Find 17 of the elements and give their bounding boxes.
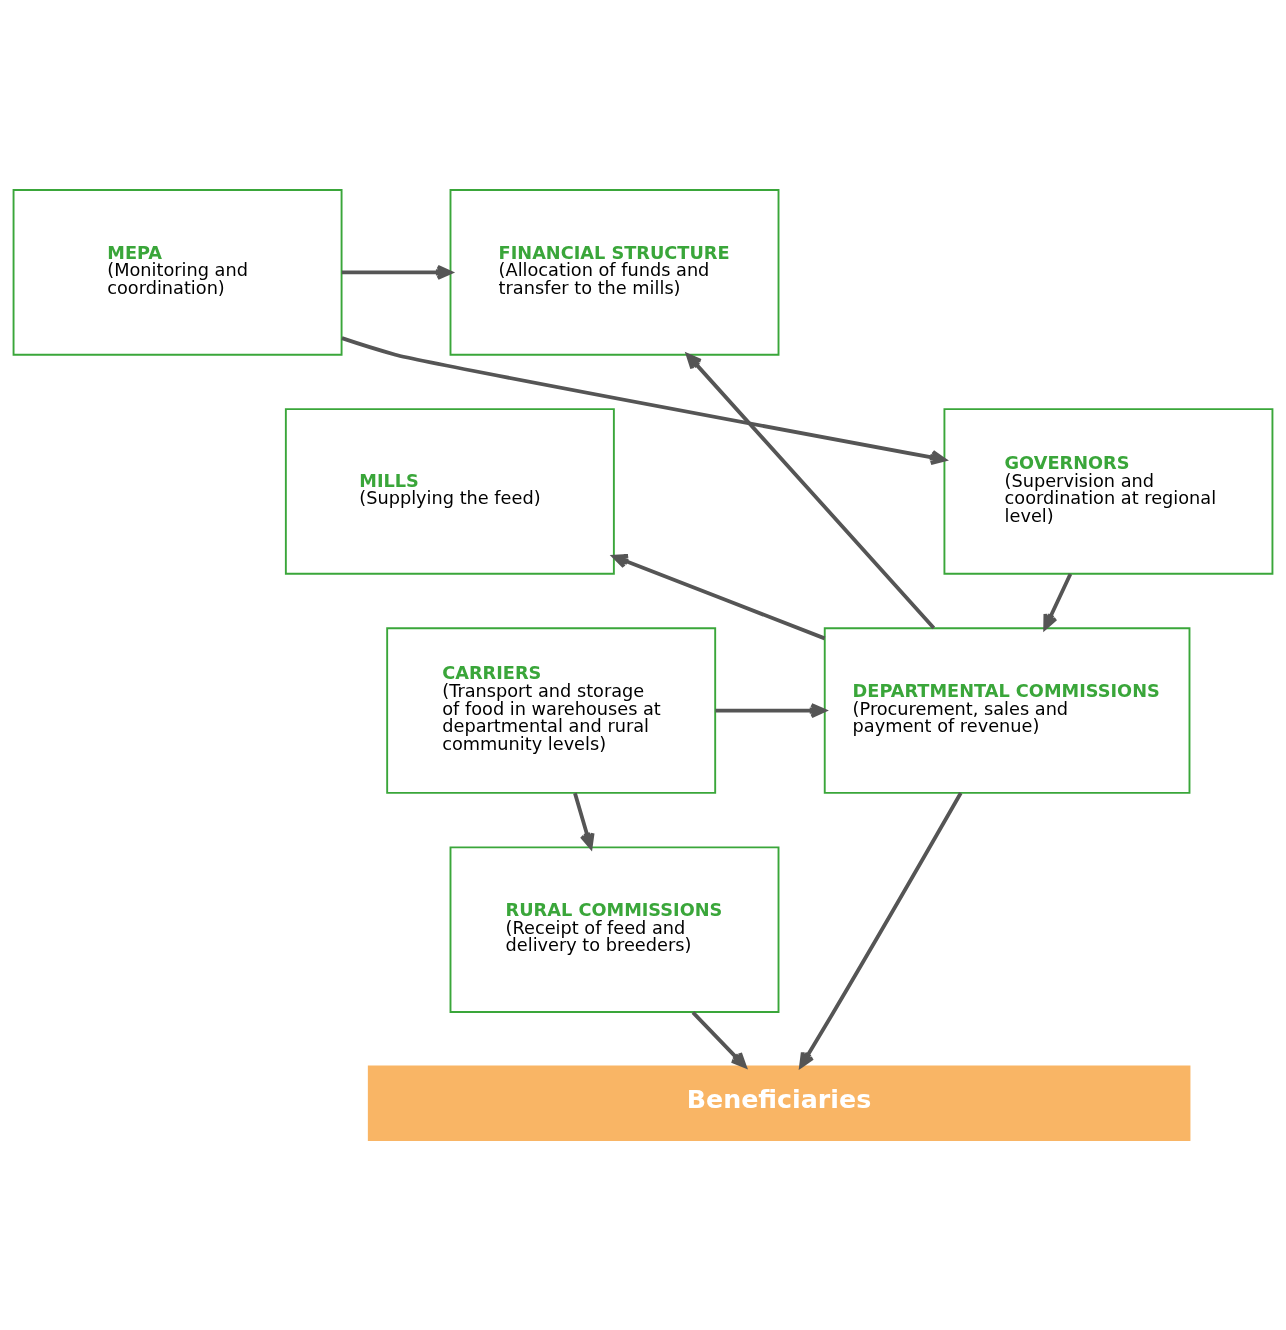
arrow (715, 703, 827, 719)
arrow (341, 264, 453, 280)
arrow (686, 353, 936, 630)
arrow (341, 336, 947, 465)
node-box: DEPARTMENTAL COMMISSIONS (Procurement, sales and payment of revenue) (823, 627, 1191, 794)
node-box: FINANCIAL STRUCTURE (Allocation of funds and transfer to the mills) (449, 189, 780, 356)
arrow (1043, 573, 1073, 630)
arrow (691, 1011, 747, 1069)
node-box: MILLS (Supplying the feed) (284, 408, 615, 575)
node-box: CARRIERS (Transport and storage of food in warehouses at departmental and rural community levels) (386, 627, 717, 794)
node-box: Beneficiaries (367, 1065, 1191, 1141)
node-box: RURAL COMMISSIONS (Receipt of feed and delivery to breeders) (449, 846, 780, 1013)
node-box: MEPA (Monitoring and coordination) (12, 189, 343, 356)
arrow (799, 792, 963, 1069)
arrow (573, 792, 595, 849)
node-box: GOVERNORS (Supervision and coordination at regional level) (943, 408, 1274, 575)
arrow (612, 553, 826, 641)
